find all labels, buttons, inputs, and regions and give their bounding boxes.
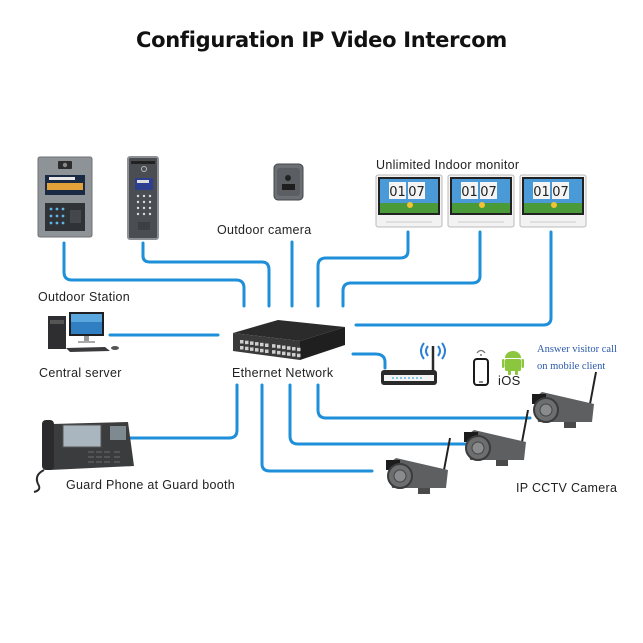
cctv-camera-3 bbox=[386, 437, 451, 494]
switch-port bbox=[245, 340, 249, 345]
ethernet-switch bbox=[233, 320, 345, 360]
switch-ports bbox=[240, 340, 301, 358]
switch-port bbox=[282, 351, 286, 356]
monitor-hour: 01 bbox=[389, 185, 406, 200]
cable-outdoor-station-2 bbox=[141, 241, 271, 308]
cable-outdoor-station-1 bbox=[62, 241, 246, 308]
cable-monitor-3 bbox=[354, 230, 553, 327]
switch-port bbox=[297, 347, 301, 352]
switch-port bbox=[250, 341, 254, 345]
guard-phone-device bbox=[33, 420, 134, 493]
switch-port bbox=[265, 343, 269, 347]
cables bbox=[62, 230, 553, 473]
outdoor-station-panel-1 bbox=[37, 156, 93, 238]
switch-port bbox=[287, 352, 291, 356]
label-guard-phone: Guard Phone at Guard booth bbox=[66, 478, 236, 492]
switch-port bbox=[245, 346, 249, 351]
central-server-pc bbox=[48, 312, 119, 352]
switch-port bbox=[292, 347, 296, 351]
switch-port bbox=[292, 353, 296, 357]
cctv-camera-2 bbox=[464, 409, 529, 466]
outdoor-station-panel-2 bbox=[127, 156, 159, 240]
label-indoor-monitor: Unlimited Indoor monitor bbox=[376, 158, 520, 172]
cable-cctv-1 bbox=[316, 383, 532, 420]
cable-cctv-3 bbox=[260, 383, 374, 473]
switch-port bbox=[287, 346, 291, 350]
label-mobile-line1: Answer visitor call bbox=[537, 344, 617, 355]
monitor-minute: 07 bbox=[480, 185, 497, 200]
switch-port bbox=[240, 340, 244, 344]
android-icon bbox=[502, 351, 524, 375]
cctv-cameras bbox=[386, 371, 597, 494]
cable-monitor-2 bbox=[341, 230, 482, 308]
label-mobile-line2: on mobile client bbox=[537, 361, 606, 372]
monitor-minute: 07 bbox=[552, 185, 569, 200]
wifi-router bbox=[381, 342, 446, 385]
switch-port bbox=[272, 344, 276, 348]
switch-port bbox=[260, 348, 264, 353]
cctv-camera-1 bbox=[532, 371, 597, 428]
ios-label: iOS bbox=[498, 373, 521, 388]
switch-port bbox=[282, 345, 286, 350]
smartphone-icon bbox=[473, 349, 489, 386]
label-cctv: IP CCTV Camera bbox=[516, 481, 618, 495]
cable-guard-phone bbox=[126, 383, 239, 440]
switch-port bbox=[250, 347, 254, 351]
switch-port bbox=[277, 350, 281, 355]
switch-port bbox=[255, 342, 259, 346]
monitor-hour: 01 bbox=[461, 185, 478, 200]
switch-port bbox=[272, 350, 276, 354]
label-central-server: Central server bbox=[39, 366, 122, 380]
outdoor-camera-device bbox=[273, 163, 304, 201]
label-ethernet-network: Ethernet Network bbox=[232, 366, 334, 380]
switch-port bbox=[265, 349, 269, 353]
switch-port bbox=[297, 353, 301, 358]
switch-port bbox=[255, 348, 259, 352]
switch-port bbox=[277, 344, 281, 349]
cable-cctv-2 bbox=[288, 383, 467, 446]
monitor-minute: 07 bbox=[408, 185, 425, 200]
cable-router bbox=[351, 352, 387, 370]
monitor-hour: 01 bbox=[533, 185, 550, 200]
switch-port bbox=[240, 346, 244, 350]
switch-port bbox=[260, 342, 264, 347]
label-outdoor-station: Outdoor Station bbox=[38, 290, 131, 304]
label-outdoor-camera: Outdoor camera bbox=[217, 223, 312, 237]
wifi-icon bbox=[420, 342, 446, 360]
page-title: Configuration IP Video Intercom bbox=[135, 28, 508, 52]
cable-monitor-1 bbox=[316, 230, 410, 308]
